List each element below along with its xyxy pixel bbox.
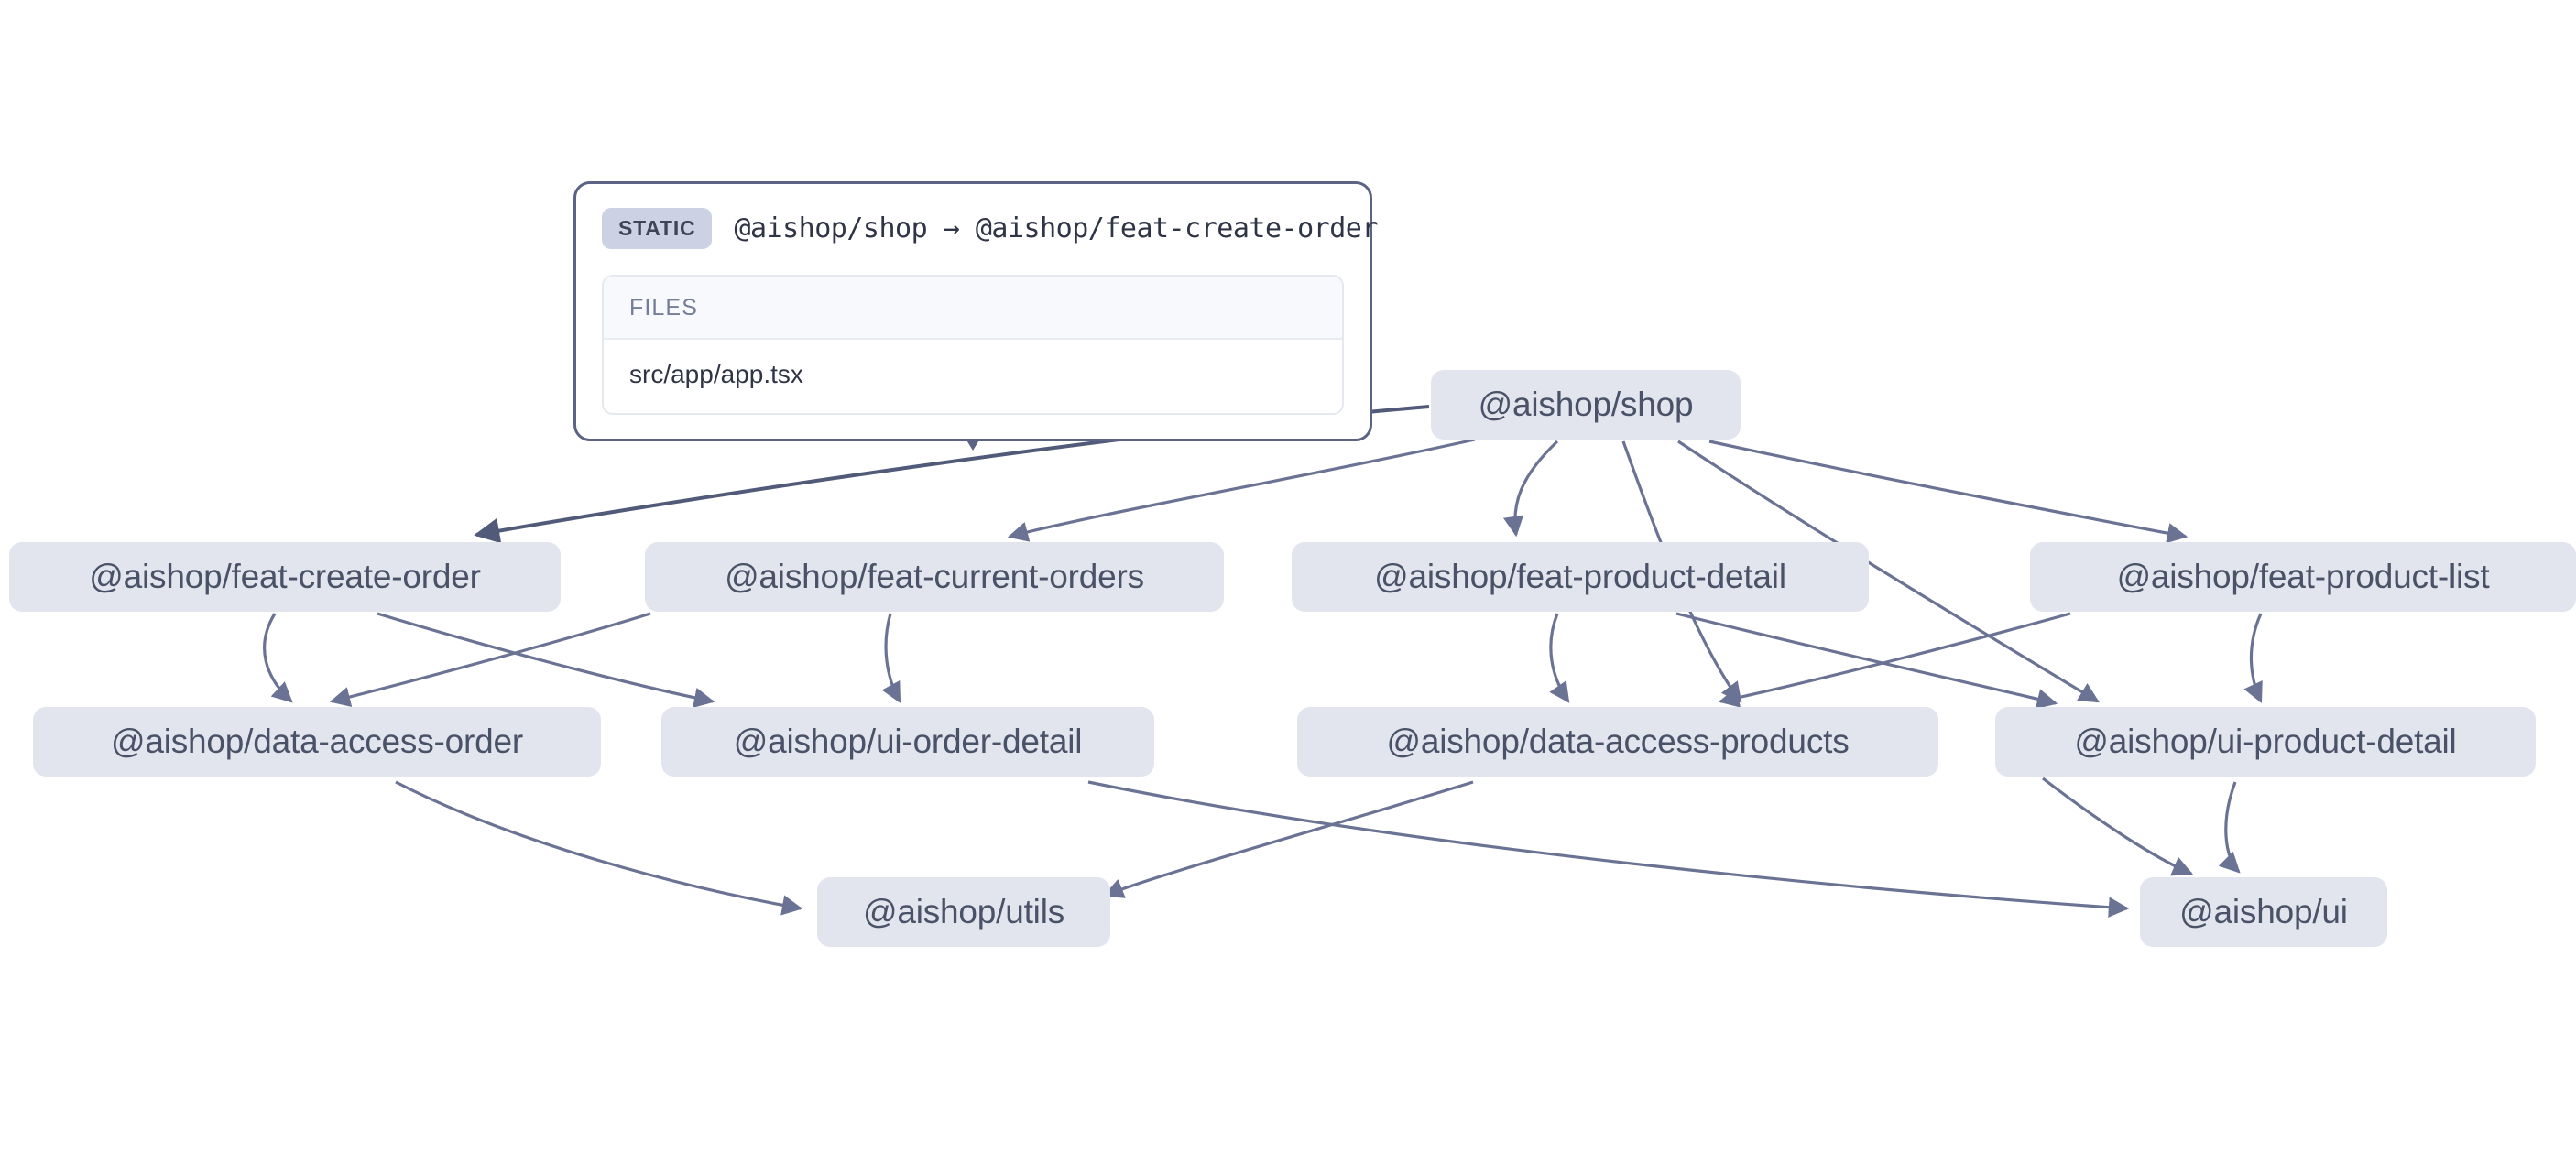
graph-node-feat-product-list[interactable]: @aishop/feat-product-list <box>2030 542 2576 612</box>
edge-feat-current-orders-to-ui-order-detail <box>881 613 901 703</box>
graph-node-shop[interactable]: @aishop/shop <box>1431 370 1741 440</box>
file-list-item[interactable]: src/app/app.tsx <box>604 340 1342 413</box>
graph-node-label: @aishop/ui <box>2179 893 2348 930</box>
graph-node-label: @aishop/feat-current-orders <box>725 558 1144 595</box>
files-panel-header: FILES <box>604 277 1342 340</box>
edge-shop-to-feat-product-list <box>1708 440 2189 544</box>
tooltip-title: @aishop/shop → @aishop/feat-create-order <box>734 212 1378 245</box>
edge-feat-product-list-to-ui-product-detail <box>2243 613 2263 704</box>
graph-node-label: @aishop/feat-create-order <box>89 558 481 595</box>
graph-node-label: @aishop/data-access-order <box>110 723 524 760</box>
edge-data-access-order-to-utils <box>395 780 803 916</box>
edge-feat-create-order-to-data-access-order <box>263 613 293 703</box>
edge-feat-create-order-to-ui-order-detail <box>377 612 715 708</box>
graph-node-data-access-products[interactable]: @aishop/data-access-products <box>1297 707 1938 777</box>
graph-node-ui[interactable]: @aishop/ui <box>2140 877 2387 947</box>
edge-data-access-products-to-utils <box>1102 780 1474 898</box>
edge-shop-to-feat-current-orders <box>1007 438 1476 542</box>
edge-feat-product-detail-to-data-access-products <box>1549 613 1570 703</box>
graph-node-label: @aishop/feat-product-detail <box>1374 558 1786 595</box>
graph-node-feat-create-order[interactable]: @aishop/feat-create-order <box>9 542 561 612</box>
edge-ui-product-detail-to-ui <box>2218 781 2241 874</box>
graph-node-label: @aishop/ui-product-detail <box>2074 723 2457 760</box>
graph-node-ui-product-detail[interactable]: @aishop/ui-product-detail <box>1995 707 2536 777</box>
edge-detail-tooltip[interactable]: STATIC @aishop/shop → @aishop/feat-creat… <box>573 181 1378 441</box>
graph-node-feat-product-detail[interactable]: @aishop/feat-product-detail <box>1292 542 1869 612</box>
graph-node-data-access-order[interactable]: @aishop/data-access-order <box>33 707 601 777</box>
tooltip-header: STATIC @aishop/shop → @aishop/feat-creat… <box>602 208 1378 249</box>
graph-node-label: @aishop/shop <box>1478 386 1694 423</box>
graph-node-label: @aishop/data-access-products <box>1386 723 1850 760</box>
graph-node-utils[interactable]: @aishop/utils <box>817 877 1110 947</box>
graph-node-feat-current-orders[interactable]: @aishop/feat-current-orders <box>645 542 1224 612</box>
graph-node-label: @aishop/utils <box>862 893 1065 930</box>
graph-node-ui-order-detail[interactable]: @aishop/ui-order-detail <box>661 707 1154 777</box>
edge-feat-current-orders-to-data-access-order <box>329 612 651 707</box>
edge-feat-product-list-to-data-access-products <box>1718 612 2071 708</box>
graph-node-label: @aishop/feat-product-list <box>2116 558 2490 595</box>
edge-ui-order-detail-to-ui <box>1087 780 2130 918</box>
graph-node-label: @aishop/ui-order-detail <box>733 723 1083 760</box>
dependency-type-badge: STATIC <box>602 208 713 249</box>
edge-shop-to-feat-product-detail <box>1502 440 1559 538</box>
edge-ui-product-detail-left-to-ui <box>2042 777 2194 876</box>
edge-feat-product-detail-to-ui-product-detail <box>1675 612 2058 710</box>
files-panel: FILES src/app/app.tsx <box>602 275 1344 415</box>
